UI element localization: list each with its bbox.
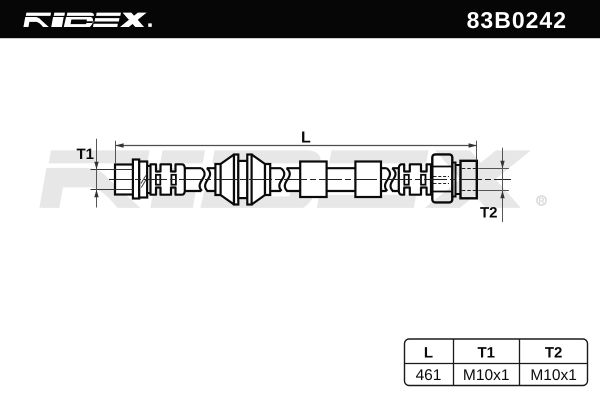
svg-text:T1: T1 (477, 345, 495, 362)
svg-text:R: R (538, 196, 544, 206)
svg-text:L: L (424, 345, 433, 362)
svg-text:T1: T1 (77, 146, 95, 163)
svg-text:M10x1: M10x1 (530, 367, 577, 384)
svg-text:83B0242: 83B0242 (467, 7, 567, 33)
svg-text:461: 461 (416, 367, 442, 384)
svg-text:M10x1: M10x1 (463, 367, 510, 384)
svg-text:L: L (301, 130, 311, 147)
svg-text:T2: T2 (480, 204, 498, 221)
svg-text:T2: T2 (545, 345, 563, 362)
